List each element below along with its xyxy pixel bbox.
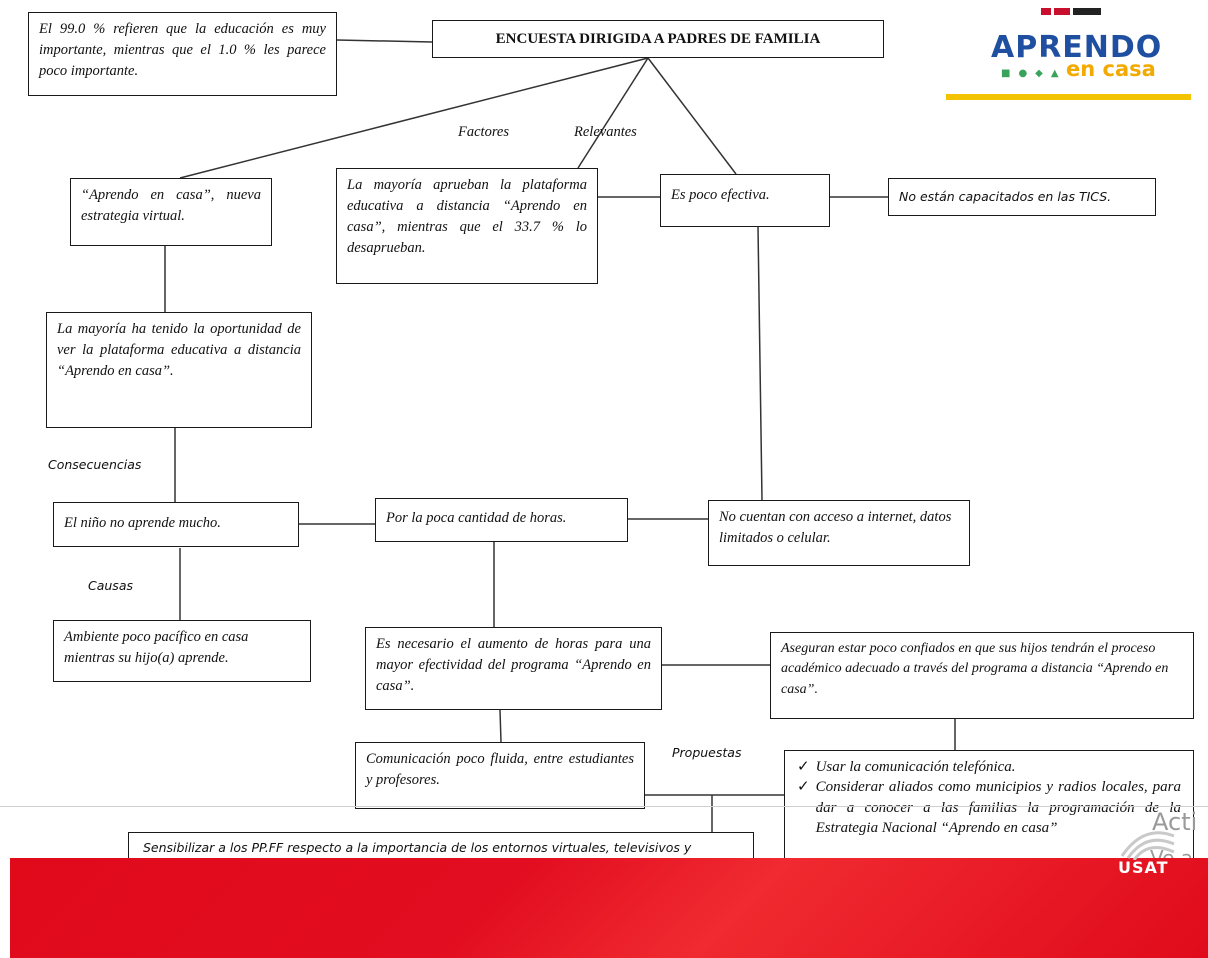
logo-word-en-casa: en casa bbox=[1066, 57, 1156, 81]
increase-box: Es necesario el aumento de horas para un… bbox=[365, 627, 662, 710]
usat-brand: USAT bbox=[1118, 858, 1169, 877]
proposal-item: ✓ Considerar aliados como municipios y r… bbox=[797, 777, 1181, 838]
proposals-box: ✓ Usar la comunicación telefónica. ✓ Con… bbox=[784, 750, 1194, 860]
label-consecuencias: Consecuencias bbox=[48, 457, 142, 472]
effective-box: Es poco efectiva. bbox=[660, 174, 830, 227]
proposal-text: Usar la comunicación telefónica. bbox=[815, 759, 1016, 775]
approval-box: La mayoría aprueban la plataforma educat… bbox=[336, 168, 598, 284]
usat-logo-icon bbox=[1120, 831, 1175, 860]
communication-box: Comunicación poco fluida, entre estudian… bbox=[355, 742, 645, 809]
check-icon: ✓ bbox=[797, 779, 810, 796]
proposal-text: Considerar aliados como municipios y rad… bbox=[815, 779, 1181, 836]
label-propuestas: Propuestas bbox=[672, 745, 742, 760]
label-causas: Causas bbox=[88, 578, 133, 593]
footer-banner bbox=[10, 858, 1208, 958]
confidence-box: Aseguran estar poco confiados en que sus… bbox=[770, 632, 1194, 719]
label-factores: Factores bbox=[458, 124, 510, 140]
internet-box: No cuentan con acceso a internet, datos … bbox=[708, 500, 970, 566]
child-box: El niño no aprende mucho. bbox=[53, 502, 299, 547]
ministry-badge-icon bbox=[1054, 8, 1070, 15]
logo-accent-bar bbox=[946, 94, 1191, 100]
environment-box: Ambiente poco pacífico en casa mientras … bbox=[53, 620, 311, 682]
hours-box: Por la poca cantidad de horas. bbox=[375, 498, 628, 542]
logo-word-aprendo: APRENDO bbox=[991, 30, 1163, 65]
proposal-item: ✓ Usar la comunicación telefónica. bbox=[797, 757, 1181, 777]
opportunity-box: La mayoría ha tenido la oportunidad de v… bbox=[46, 312, 312, 428]
check-icon: ✓ bbox=[797, 759, 810, 775]
logo-shapes-icon: ■●◆▲ bbox=[1001, 68, 1067, 79]
aprendo-en-casa-logo: APRENDO ■●◆▲ en casa bbox=[946, 0, 1191, 100]
footer-divider bbox=[0, 806, 1208, 807]
tics-box: No están capacitados en las TICS. bbox=[888, 178, 1156, 216]
importance-box: El 99.0 % refieren que la educación es m… bbox=[28, 12, 337, 96]
diagram-title: ENCUESTA DIRIGIDA A PADRES DE FAMILIA bbox=[432, 20, 884, 58]
ministry-name-icon bbox=[1073, 8, 1101, 15]
strategy-box: “Aprendo en casa”, nueva estrategia virt… bbox=[70, 178, 272, 246]
peru-flag-icon bbox=[1041, 8, 1051, 15]
label-relevantes: Relevantes bbox=[574, 124, 637, 140]
